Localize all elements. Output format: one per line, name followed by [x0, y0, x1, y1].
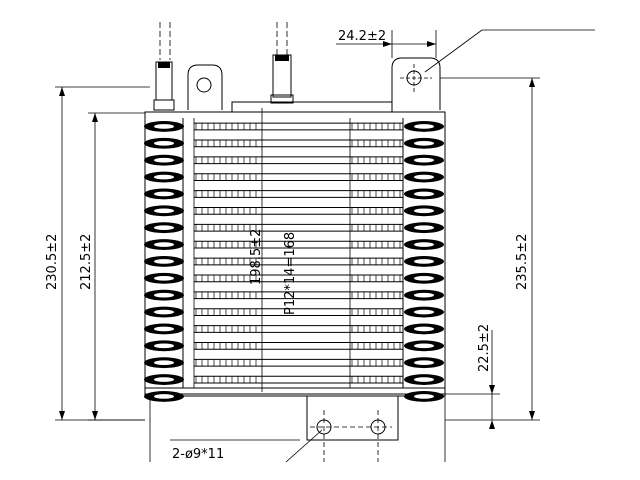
fin-right-core [414, 242, 434, 247]
fin-left-core [154, 360, 174, 366]
fin-right-core [414, 360, 434, 366]
fin-left-core [154, 140, 174, 146]
fin-left-core [154, 124, 174, 129]
fin-left-core [154, 292, 174, 298]
dim-overall-height-left: 230.5±2 [45, 234, 60, 290]
dim-overall-height-right: 235.5±2 [515, 234, 530, 290]
fin-right-core [414, 275, 434, 281]
fin-left-core [154, 275, 174, 281]
inlet-fitting-left [153, 22, 175, 111]
fin-left-core [154, 225, 174, 231]
fin-right-core [414, 157, 434, 163]
bottom-bracket [306, 396, 399, 462]
fin-stack-right [404, 121, 444, 402]
dim-bracket-offset: 22.5±2 [477, 324, 492, 372]
cooler-body [144, 101, 446, 397]
fin-left-core [154, 157, 174, 163]
fin-right-core [414, 124, 434, 129]
fin-right-core [414, 377, 434, 382]
fin-right-core [414, 259, 434, 264]
fin-left-core [154, 242, 174, 247]
fin-right-core [414, 343, 434, 349]
fin-left-core [154, 191, 174, 197]
fin-left-core [154, 343, 174, 349]
fin-left-core [154, 259, 174, 264]
fin-stack-left [144, 121, 184, 402]
top-bracket-right [391, 57, 441, 110]
top-bracket-left [187, 64, 223, 110]
dim-top-width: 24.2±2 [338, 29, 386, 44]
fin-left-core [154, 377, 174, 382]
fin-left-core [154, 174, 174, 180]
fin-left-core [154, 326, 174, 332]
fin-right-core [414, 191, 434, 197]
fin-right-core [414, 309, 434, 315]
fin-right-core [414, 225, 434, 231]
fin-right-core [414, 174, 434, 180]
fin-left-core [154, 394, 174, 399]
dim-mount-holes: 2-ø9*11 [172, 447, 224, 462]
fin-left-core [154, 309, 174, 315]
fin-right-core [414, 394, 434, 399]
tube-rows [194, 122, 403, 384]
fin-left-core [154, 208, 174, 214]
dim-pitch: P12*14=168 [283, 232, 298, 315]
dim-inner-height: 198.5±2 [249, 229, 264, 285]
fin-right-core [414, 140, 434, 146]
fin-right-core [414, 208, 434, 214]
outlet-fitting-middle [270, 22, 294, 104]
fin-right-core [414, 326, 434, 332]
fin-right-core [414, 292, 434, 298]
dimension-lines [55, 29, 595, 463]
dim-core-height-left: 212.5±2 [79, 234, 94, 290]
inner-rails [182, 108, 404, 392]
